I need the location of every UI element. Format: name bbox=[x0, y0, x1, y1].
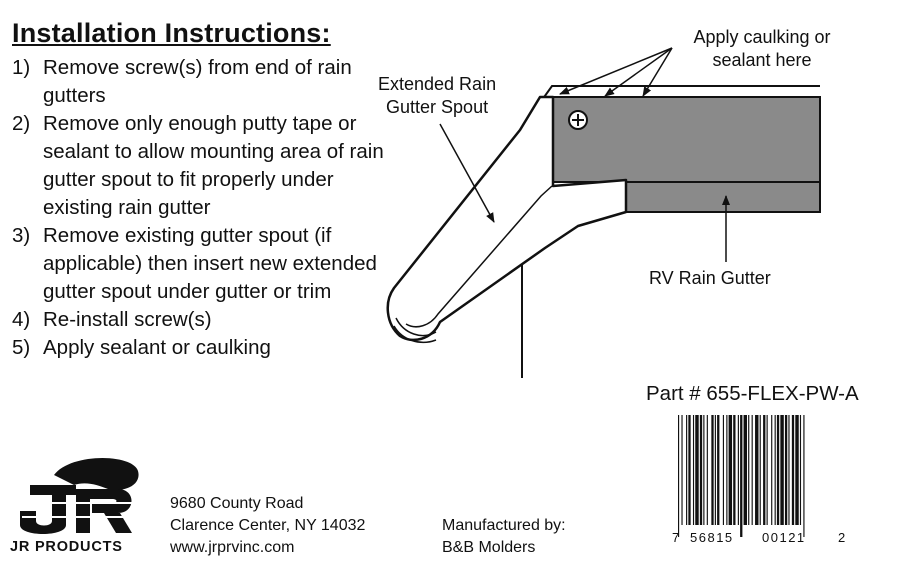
barcode-bar bbox=[784, 415, 788, 525]
step-text: Remove existing gutter spout (if applica… bbox=[43, 224, 377, 303]
spout-tip-lines bbox=[393, 317, 437, 344]
page-title: Installation Instructions: bbox=[12, 18, 331, 48]
barcode-bar bbox=[686, 415, 688, 525]
barcode-bar bbox=[803, 415, 805, 537]
caulk-arrow-2 bbox=[604, 47, 673, 97]
barcode-bar bbox=[728, 415, 733, 525]
barcode-group-2: 00121 bbox=[762, 530, 806, 545]
step-number: 2) bbox=[12, 112, 31, 135]
barcode-bar bbox=[776, 415, 780, 525]
step-3: 3) Remove existing gutter spout (if appl… bbox=[12, 222, 403, 306]
barcode-bar bbox=[743, 415, 747, 525]
barcode-bar bbox=[699, 415, 703, 525]
barcode-bar bbox=[771, 415, 773, 525]
screw-icon bbox=[568, 110, 588, 130]
barcode-bar bbox=[795, 415, 799, 525]
step-text: Apply sealant or caulking bbox=[43, 336, 271, 359]
barcode-bar bbox=[748, 415, 750, 525]
manufacturer-info: Manufactured by: B&B Molders bbox=[442, 515, 566, 559]
barcode-bar bbox=[726, 415, 728, 525]
manufacturer-name: B&B Molders bbox=[442, 539, 536, 556]
step-number: 4) bbox=[12, 308, 31, 331]
barcode-bar bbox=[695, 415, 699, 525]
spout-inner-edge bbox=[405, 185, 553, 328]
barcode-group-1: 56815 bbox=[690, 530, 734, 545]
barcode-bar bbox=[678, 415, 680, 537]
barcode-bar bbox=[740, 415, 743, 537]
manufacturer-label: Manufactured by: bbox=[442, 517, 566, 534]
step-4: 4) Re-install screw(s) bbox=[12, 306, 403, 334]
caulk-arrow-1 bbox=[559, 47, 673, 95]
company-address: 9680 County Road Clarence Center, NY 140… bbox=[170, 493, 365, 559]
caulk-arrow-3 bbox=[642, 47, 673, 97]
website-link[interactable]: www.jrprvinc.com bbox=[170, 539, 295, 556]
barcode-bar bbox=[791, 415, 795, 525]
step-text: Remove screw(s) from end of rain gutters bbox=[43, 56, 352, 107]
address-line-2: Clarence Center, NY 14032 bbox=[170, 517, 366, 534]
barcode-digit-left: 7 bbox=[672, 530, 680, 545]
barcode-bar bbox=[711, 415, 714, 525]
barcode-bar bbox=[759, 415, 761, 525]
rain-gutter-lip bbox=[625, 181, 821, 213]
barcode-bar bbox=[722, 415, 724, 525]
barcode-bar bbox=[751, 415, 753, 525]
barcode-bar bbox=[692, 415, 695, 525]
rain-gutter bbox=[552, 96, 821, 183]
jr-logo bbox=[20, 457, 139, 534]
spout-arrow bbox=[439, 123, 495, 223]
part-number: Part # 655-FLEX-PW-A bbox=[646, 382, 859, 405]
brand-name: JR PRODUCTS bbox=[10, 539, 123, 555]
barcode-bar bbox=[780, 415, 784, 525]
barcode-bar bbox=[774, 415, 776, 525]
step-number: 5) bbox=[12, 336, 31, 359]
barcode bbox=[678, 415, 805, 537]
address-line-1: 9680 County Road bbox=[170, 495, 304, 512]
barcode-bar bbox=[737, 415, 739, 525]
step-number: 3) bbox=[12, 224, 31, 247]
barcode-bar bbox=[763, 415, 766, 525]
gutter-label: RV Rain Gutter bbox=[649, 268, 771, 288]
barcode-bar bbox=[755, 415, 759, 525]
barcode-digit-right: 2 bbox=[838, 530, 846, 545]
barcode-bar bbox=[714, 415, 716, 525]
barcode-bar bbox=[766, 415, 768, 525]
barcode-bar bbox=[788, 415, 790, 525]
barcode-bar bbox=[703, 415, 705, 525]
step-text: Remove only enough putty tape or sealant… bbox=[43, 112, 384, 219]
barcode-bar bbox=[733, 415, 736, 525]
step-text: Re-install screw(s) bbox=[43, 308, 212, 331]
step-1: 1) Remove screw(s) from end of rain gutt… bbox=[12, 54, 403, 110]
barcode-bar bbox=[799, 415, 802, 525]
spout-label: Extended Rain Gutter Spout bbox=[378, 74, 497, 117]
instruction-steps: 1) Remove screw(s) from end of rain gutt… bbox=[12, 54, 403, 362]
step-2: 2) Remove only enough putty tape or seal… bbox=[12, 110, 403, 222]
caulk-label: Apply caulking or sealant here bbox=[693, 27, 831, 70]
step-number: 1) bbox=[12, 56, 31, 79]
step-5: 5) Apply sealant or caulking bbox=[12, 334, 403, 362]
barcode-bar bbox=[706, 415, 708, 525]
barcode-bar bbox=[681, 415, 683, 525]
barcode-bar bbox=[717, 415, 720, 525]
barcode-bar bbox=[688, 415, 691, 525]
